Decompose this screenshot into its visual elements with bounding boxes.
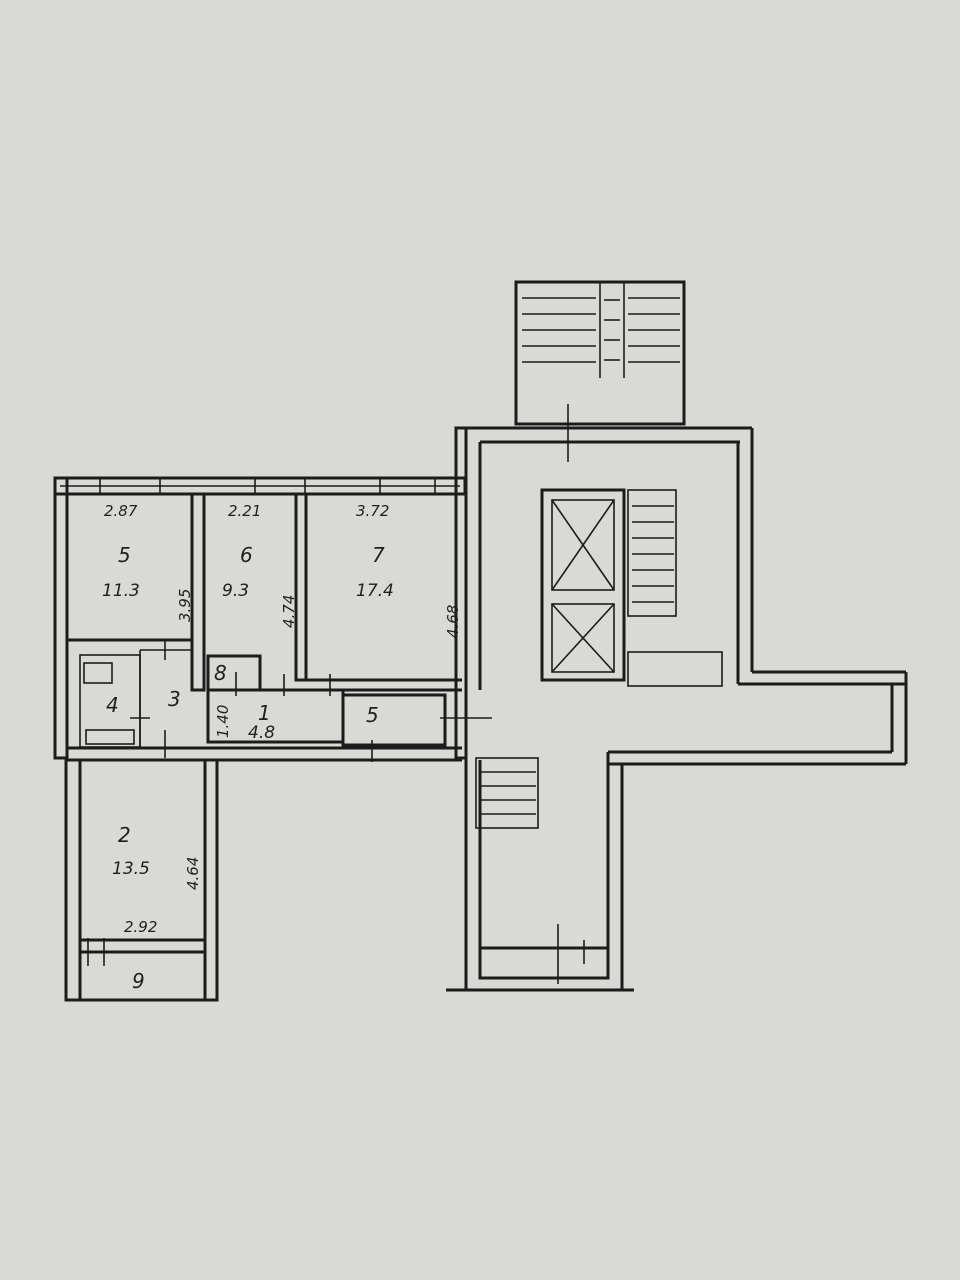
dim-room6-width: 2.21 xyxy=(228,502,261,520)
room-5b-number: 5 xyxy=(366,703,379,727)
dim-corridor-width: 1.40 xyxy=(214,705,232,738)
room-7-number: 7 xyxy=(372,543,385,567)
dimension-labels: 2.87 2.21 3.72 3.95 4.74 4.68 4.64 1.40 … xyxy=(104,502,462,936)
room-6-number: 6 xyxy=(240,543,253,567)
room-1-number: 1 xyxy=(258,701,271,725)
room-2-number: 2 xyxy=(118,823,131,847)
room-5-number: 5 xyxy=(118,543,131,567)
dim-room7-width: 3.72 xyxy=(356,502,389,520)
room-2-area: 13.5 xyxy=(112,859,150,879)
upper-stair-treads xyxy=(522,297,680,363)
dim-room7-depth: 4.68 xyxy=(444,605,462,638)
room-4-number: 4 xyxy=(106,693,119,717)
dim-room2-width: 2.92 xyxy=(124,918,157,936)
room-1-area: 4.8 xyxy=(248,723,275,743)
room-3-number: 3 xyxy=(168,687,181,711)
dim-room5-depth: 3.95 xyxy=(176,589,194,622)
stairwell xyxy=(446,280,908,992)
room-6-area: 9.3 xyxy=(222,581,249,601)
room-9-number: 9 xyxy=(132,969,145,993)
dim-room5-width: 2.87 xyxy=(104,502,138,520)
room-8-number: 8 xyxy=(214,661,227,685)
apartment-walls xyxy=(53,426,492,1002)
room-7-area: 17.4 xyxy=(356,581,394,601)
room-5-area: 11.3 xyxy=(102,581,140,601)
dim-room6-depth: 4.74 xyxy=(280,595,298,628)
room-labels: 5 11.3 6 9.3 7 17.4 4 3 8 1 4.8 5 2 13.5… xyxy=(102,543,394,993)
dim-room2-depth: 4.64 xyxy=(184,857,202,890)
